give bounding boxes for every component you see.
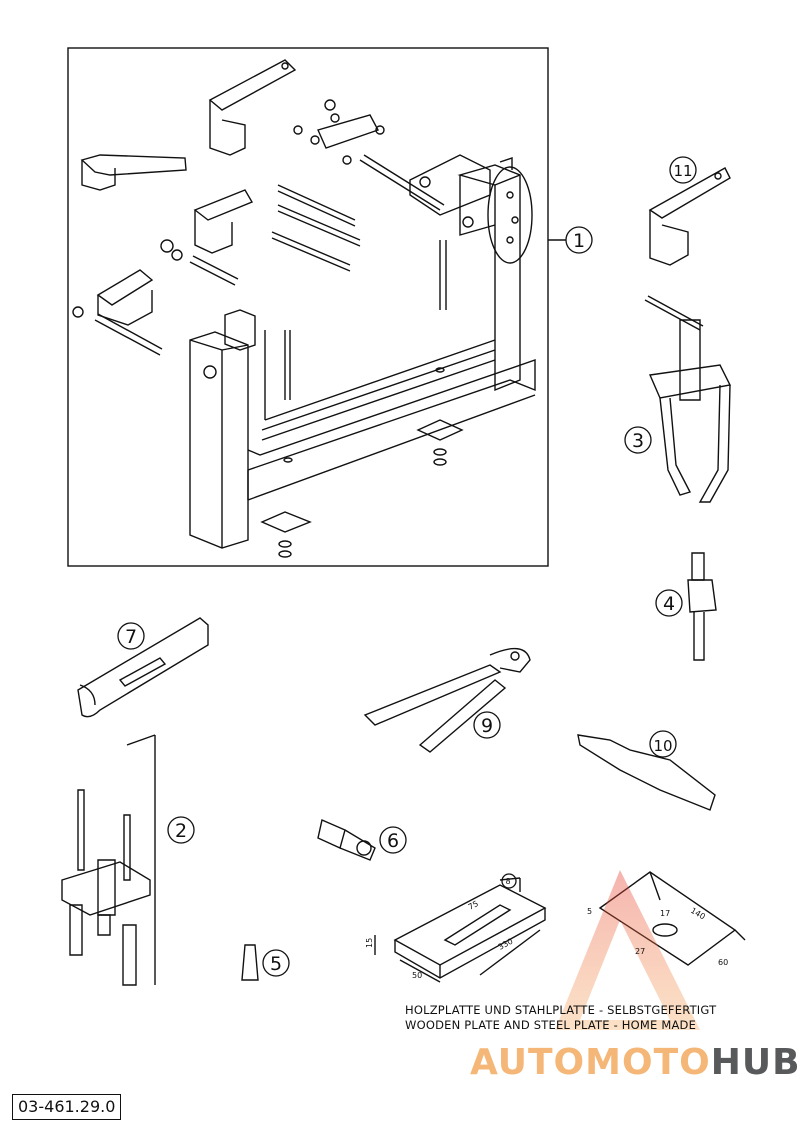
callout-4: 4 [663, 593, 675, 615]
dim-steel-hole-17: 17 [660, 909, 670, 918]
foot-pad-right [416, 419, 464, 466]
dim-steel-offset-27: 27 [635, 947, 645, 956]
callout-10-circle [649, 730, 677, 758]
item-11-bracket [648, 167, 731, 266]
link-plate [317, 114, 380, 149]
item-3-puller [644, 295, 732, 503]
watermark-hub: HUB [710, 1042, 800, 1083]
item-5-pin [241, 944, 259, 981]
callout-3-circle [624, 426, 652, 454]
watermark-logo: AUTOMOTOHUB [470, 1042, 800, 1083]
item-6-bolt [317, 819, 376, 861]
callout-11: 11 [673, 162, 692, 180]
tall-bolt [439, 240, 447, 310]
callout-1: 1 [573, 230, 585, 252]
callout-7-circle [117, 622, 145, 650]
item-4-adapter [687, 552, 717, 661]
callout-7: 7 [125, 626, 137, 648]
callout-2-circle [167, 816, 195, 844]
item-1-frame-box [67, 47, 549, 567]
mounting-plate [487, 157, 533, 264]
dim-wood-width-50: 50 [412, 971, 422, 980]
callout-9-circle [473, 711, 501, 739]
part-number: 03-461.29.0 [12, 1094, 122, 1120]
callout-3: 3 [632, 430, 644, 452]
callout-2: 2 [175, 820, 187, 842]
callout-5: 5 [270, 953, 282, 975]
l-bracket-low [96, 269, 154, 326]
caption-line-german: HOLZPLATTE UND STAHLPLATTE - SELBSTGEFER… [405, 1003, 717, 1017]
bolt-short [189, 255, 239, 286]
watermark-triangle [555, 870, 700, 1030]
caption-line-english: WOODEN PLATE AND STEEL PLATE - HOME MADE [405, 1018, 697, 1032]
callout-6-circle [379, 826, 407, 854]
long-bolt [94, 313, 163, 356]
threaded-rod-1 [277, 184, 356, 227]
callout-10: 10 [653, 737, 672, 755]
item-9-pin-wrench [363, 647, 531, 753]
steel-plate [598, 871, 746, 966]
dim-wood-thickness-8: 8 [505, 877, 510, 886]
dim-wood-height-15: 15 [365, 938, 374, 948]
threaded-rod-3 [271, 231, 351, 272]
callout-6: 6 [387, 830, 399, 852]
item-7-hook-wrench [77, 617, 209, 718]
threaded-rod-2 [277, 204, 361, 247]
callout-4-circle [655, 589, 683, 617]
watermark-automoto: AUTOMOTO [470, 1042, 711, 1083]
callout-8-circle [501, 873, 517, 889]
l-bracket-mid [193, 189, 254, 254]
callout-5-circle [262, 949, 290, 977]
foot-pad-left [260, 511, 312, 558]
dim-wood-slot-75: 75 [467, 899, 480, 912]
wooden-plate [374, 877, 547, 983]
l-bracket-top [208, 59, 297, 156]
dim-steel-thickness-5: 5 [587, 907, 592, 916]
item-10-blade [577, 734, 716, 811]
dim-steel-width-60: 60 [718, 958, 728, 967]
l-bracket-left [80, 154, 187, 191]
stand-bracket [409, 154, 491, 216]
callout-11-circle [669, 156, 697, 184]
stand-frame [189, 164, 536, 549]
item-2-jig [61, 734, 156, 986]
callout-1-circle [565, 226, 593, 254]
callout-9: 9 [481, 715, 493, 737]
rod-top [359, 154, 445, 211]
